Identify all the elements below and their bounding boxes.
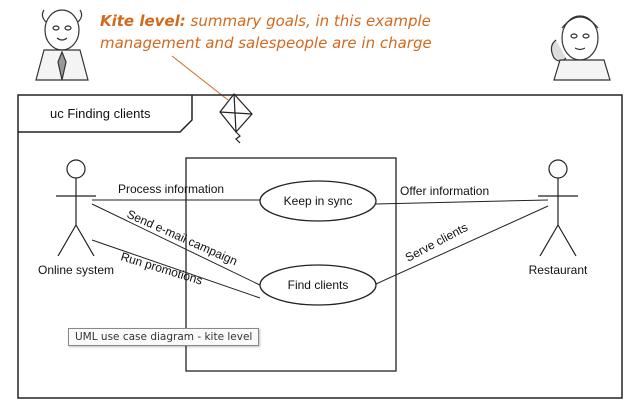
actor-restaurant-label: Restaurant	[529, 263, 588, 277]
use-case-find-clients	[259, 264, 377, 306]
manager-cartoon-icon	[35, 9, 89, 81]
assoc-process-information-label: Process information	[118, 182, 224, 196]
kite-icon	[219, 93, 253, 144]
frame-title-tab	[18, 95, 193, 133]
caption-pointer	[171, 55, 229, 101]
assoc-serve-clients-line	[375, 205, 549, 285]
assoc-serve-clients-label: Serve clients	[403, 220, 470, 265]
actor-online-system	[56, 159, 96, 257]
caption-line-1: Kite level: summary goals, in this examp…	[100, 12, 431, 30]
assoc-send-email-campaign-line	[91, 203, 263, 287]
assoc-offer-information-label: Offer information	[400, 184, 489, 198]
system-boundary	[185, 157, 397, 372]
caption-line-1-rest: summary goals, in this example	[186, 12, 431, 30]
actor-online-system-label: Online system	[38, 263, 114, 277]
diagram-tooltip: UML use case diagram - kite level	[68, 328, 260, 346]
caption-bold: Kite level:	[100, 12, 186, 30]
use-case-keep-in-sync-label: Keep in sync	[284, 194, 353, 208]
frame-title: uc Finding clients	[50, 106, 151, 121]
assoc-run-promotions-line	[91, 239, 261, 299]
use-case-find-clients-label: Find clients	[288, 278, 349, 292]
assoc-offer-information-line	[375, 199, 549, 205]
actor-restaurant	[538, 159, 578, 257]
use-case-keep-in-sync	[259, 180, 377, 222]
diagram-frame	[17, 94, 623, 399]
assoc-run-promotions-label: Run promotions	[119, 249, 204, 287]
salesperson-phone-cartoon-icon	[550, 15, 611, 81]
caption-line-2: management and salespeople are in charge	[100, 34, 432, 52]
